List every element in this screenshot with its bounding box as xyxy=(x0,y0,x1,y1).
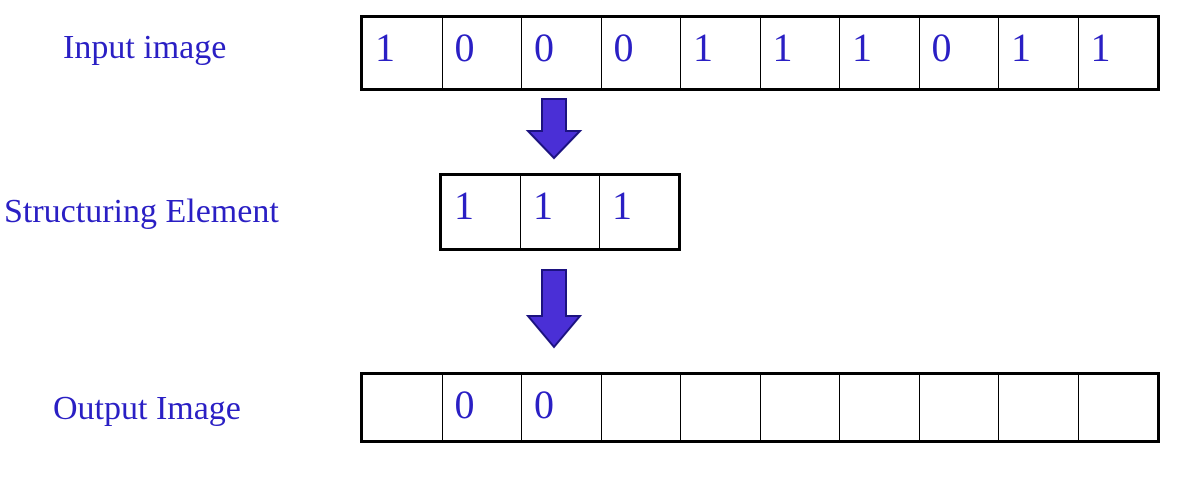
input-image-label: Input image xyxy=(63,29,227,66)
input-cell: 1 xyxy=(839,18,919,88)
input-cell: 1 xyxy=(998,18,1078,88)
input-cell: 1 xyxy=(759,18,840,88)
down-arrow-icon xyxy=(525,269,583,349)
structuring-element-cell: 1 xyxy=(599,176,678,248)
down-arrow-icon xyxy=(525,98,583,160)
output-cell: 0 xyxy=(441,375,522,440)
output-cell xyxy=(363,375,442,440)
output-cell xyxy=(839,375,919,440)
output-cell xyxy=(600,375,681,440)
input-cell: 1 xyxy=(680,18,760,88)
input-cell: 1 xyxy=(375,25,395,70)
structuring-element-strip: 1 1 1 xyxy=(439,173,681,251)
structuring-element-label: Structuring Element xyxy=(4,193,279,230)
input-cell: 0 xyxy=(918,18,999,88)
output-image-label: Output Image xyxy=(53,390,241,427)
input-image-strip: 1 0 0 0 1 1 1 0 1 1 xyxy=(360,15,1160,91)
input-cell: 0 xyxy=(600,18,681,88)
structuring-element-cell: 1 xyxy=(454,183,474,228)
output-cell xyxy=(918,375,999,440)
structuring-element-cell: 1 xyxy=(520,176,599,248)
output-cell xyxy=(759,375,840,440)
input-cell: 0 xyxy=(441,18,522,88)
output-image-strip: 0 0 xyxy=(360,372,1160,443)
output-cell xyxy=(680,375,760,440)
output-cell: 0 xyxy=(521,375,601,440)
input-cell: 1 xyxy=(1077,18,1158,88)
output-cell xyxy=(1077,375,1158,440)
input-cell: 0 xyxy=(521,18,601,88)
output-cell xyxy=(998,375,1078,440)
